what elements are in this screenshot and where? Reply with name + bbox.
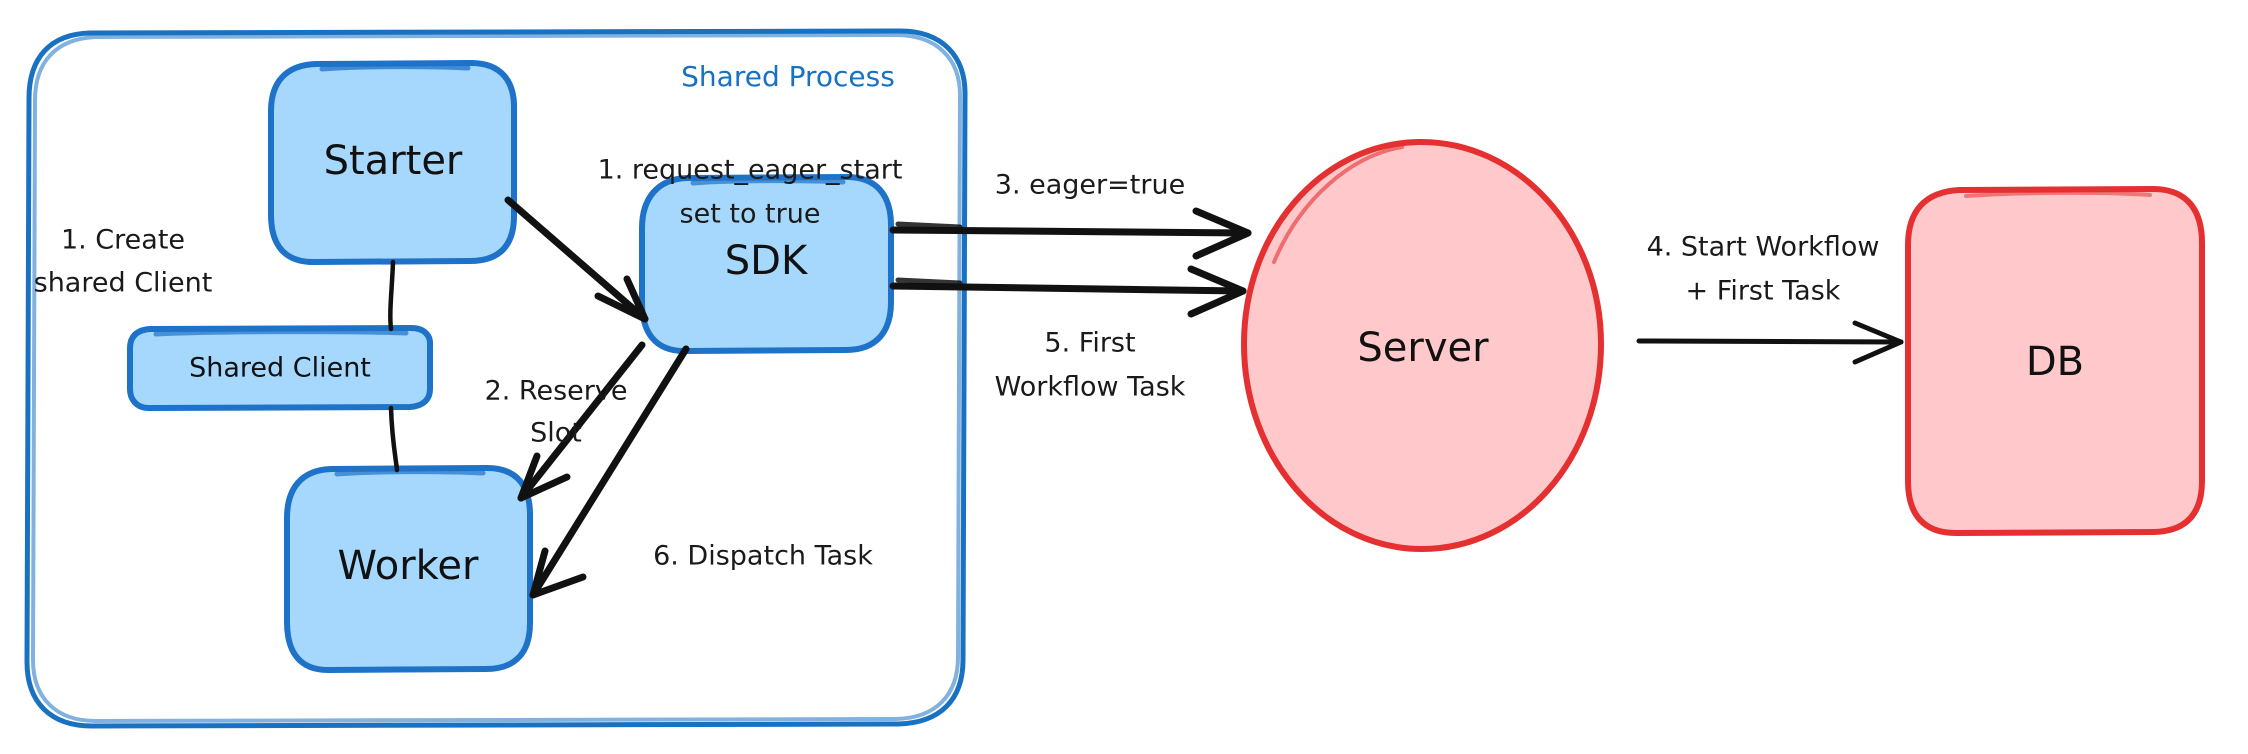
starter-border bbox=[268, 60, 518, 265]
edge-label-create-shared-client-line1: 1. Create bbox=[61, 225, 185, 256]
node-shared-client[interactable]: Shared Client bbox=[127, 325, 434, 411]
starter-fill bbox=[272, 65, 513, 260]
edge-label-start-workflow-line2: + First Task bbox=[1686, 276, 1841, 307]
sdk-label: SDK bbox=[725, 238, 809, 284]
edge-label-eager-true: 3. eager=true bbox=[995, 170, 1185, 201]
dispatch-task-line bbox=[529, 345, 690, 599]
worker-border-accent bbox=[334, 469, 486, 477]
edge-dispatch-task: 6. Dispatch Task bbox=[529, 345, 873, 599]
db-label: DB bbox=[2026, 339, 2084, 385]
edge-create-shared-client: 1. Create shared Client bbox=[34, 225, 400, 473]
starter-border-accent bbox=[319, 64, 471, 72]
first-workflow-task-line-accent bbox=[895, 277, 963, 286]
server-label: Server bbox=[1357, 325, 1489, 371]
shared-client-fill bbox=[131, 329, 429, 406]
edge-label-first-workflow-task-line1: 5. First bbox=[1044, 328, 1135, 359]
edge-label-reserve-slot-line1: 2. Reserve bbox=[485, 376, 628, 407]
node-worker[interactable]: Worker bbox=[284, 465, 533, 673]
eager-true-arrowhead bbox=[1192, 207, 1252, 260]
edge-label-request-eager-start-line2: set to true bbox=[680, 199, 821, 230]
edge-request-eager-start: 1. request_eager_start set to true bbox=[504, 155, 903, 323]
edge-label-start-workflow-line1: 4. Start Workflow bbox=[1647, 232, 1880, 263]
server-border bbox=[1241, 138, 1604, 552]
server-fill bbox=[1245, 141, 1600, 547]
edge-start-workflow-first-task: 4. Start Workflow + First Task bbox=[1636, 232, 1904, 365]
start-workflow-arrowhead bbox=[1852, 320, 1904, 365]
node-db[interactable]: DB bbox=[1905, 186, 2205, 536]
eager-true-line-accent bbox=[895, 221, 963, 230]
db-fill bbox=[1909, 192, 2201, 531]
db-border bbox=[1905, 186, 2205, 536]
edge-label-dispatch-task: 6. Dispatch Task bbox=[653, 541, 873, 572]
sdk-border-accent bbox=[690, 178, 846, 186]
first-workflow-task-arrowhead bbox=[1187, 265, 1247, 318]
shared-client-border-accent bbox=[153, 329, 409, 337]
server-border-accent bbox=[1272, 145, 1404, 264]
shared-process-group: Shared Process bbox=[24, 28, 968, 729]
shared-client-to-worker-line bbox=[388, 405, 400, 473]
edge-label-request-eager-start-line1: 1. request_eager_start bbox=[598, 155, 903, 186]
dispatch-task-arrowhead bbox=[529, 547, 587, 599]
db-border-accent bbox=[1964, 190, 2152, 198]
shared-process-label: Shared Process bbox=[681, 60, 895, 93]
worker-fill bbox=[288, 470, 529, 668]
sdk-border bbox=[639, 174, 894, 354]
start-workflow-line bbox=[1636, 338, 1904, 345]
edge-label-first-workflow-task-line2: Workflow Task bbox=[995, 372, 1186, 403]
shared-process-border bbox=[24, 28, 968, 729]
request-eager-start-arrowhead bbox=[594, 275, 649, 323]
edge-eager-true: 3. eager=true bbox=[889, 170, 1252, 260]
shared-client-label: Shared Client bbox=[189, 353, 371, 384]
first-workflow-task-line bbox=[889, 282, 1247, 295]
node-sdk[interactable]: SDK bbox=[639, 174, 894, 354]
shared-process-border-accent bbox=[31, 33, 962, 723]
edge-label-reserve-slot-line2: Slot bbox=[530, 418, 582, 449]
reserve-slot-arrowhead bbox=[517, 452, 571, 502]
edge-label-create-shared-client-line2: shared Client bbox=[34, 268, 213, 299]
shared-client-border bbox=[127, 325, 434, 411]
node-server[interactable]: Server bbox=[1241, 138, 1604, 552]
edge-first-workflow-task: 5. First Workflow Task bbox=[889, 265, 1247, 403]
node-starter[interactable]: Starter bbox=[268, 60, 518, 265]
sdk-fill bbox=[643, 179, 890, 349]
reserve-slot-line bbox=[517, 341, 646, 502]
starter-to-shared-client-line bbox=[388, 259, 396, 332]
worker-label: Worker bbox=[338, 543, 479, 589]
edge-reserve-slot: 2. Reserve Slot bbox=[485, 341, 646, 502]
eager-true-line bbox=[889, 226, 1252, 237]
request-eager-start-line bbox=[504, 196, 649, 323]
starter-label: Starter bbox=[324, 138, 463, 184]
